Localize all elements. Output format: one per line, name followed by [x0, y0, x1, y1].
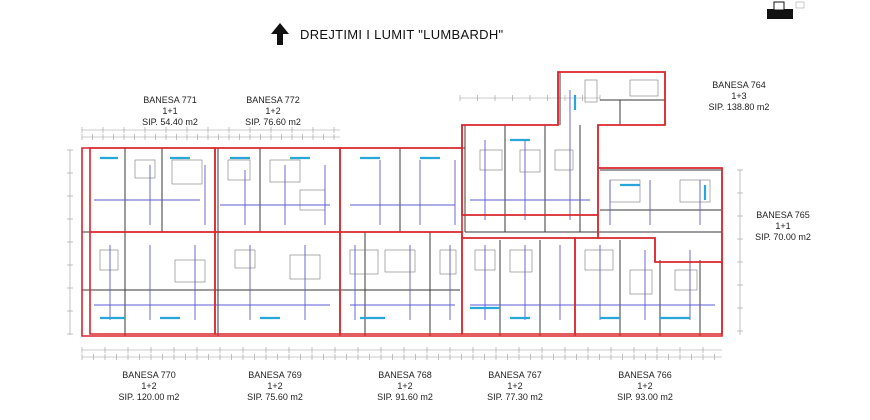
apartment-name: BANESA 765 [756, 210, 810, 220]
apartment-label-764: BANESA 764 1+3 SIP. 138.80 m2 [684, 80, 794, 113]
room-fixture [509, 249, 533, 273]
windows [100, 95, 707, 320]
room-fixture [99, 249, 119, 271]
room-fixture [439, 249, 457, 275]
room-fixture [629, 269, 653, 295]
room-fixture [584, 249, 614, 271]
apartment-name: BANESA 771 [143, 95, 197, 105]
apartment-name: BANESA 766 [618, 370, 672, 380]
apartment-label-768: BANESA 768 1+2 SIP. 91.60 m2 [350, 370, 460, 403]
room-fixture [171, 159, 203, 185]
dimension-lines [67, 95, 743, 360]
room-fixture [349, 249, 379, 275]
apartment-area: SIP. 75.60 m2 [247, 392, 303, 402]
apartment-label-765: BANESA 765 1+1 SIP. 70.00 m2 [728, 210, 838, 243]
apartment-name: BANESA 770 [122, 370, 176, 380]
room-fixture [134, 159, 156, 179]
apartment-boundary [461, 71, 666, 216]
apartment-label-771: BANESA 771 1+1 SIP. 54.40 m2 [115, 95, 225, 128]
apartment-boundary [339, 147, 599, 239]
apartment-name: BANESA 764 [712, 80, 766, 90]
room-fixture [584, 79, 598, 103]
apartment-type: 1+2 [397, 381, 413, 391]
room-fixture [227, 159, 251, 181]
room-fixture [674, 269, 698, 291]
apartment-area: SIP. 120.00 m2 [118, 392, 180, 402]
plan-title: DREJTIMI I LUMIT "LUMBARDH" [300, 26, 504, 42]
room-fixture [269, 159, 301, 183]
seal-logo-icon [767, 1, 805, 19]
apartment-label-766: BANESA 766 1+2 SIP. 93.00 m2 [590, 370, 700, 403]
apartment-boundary [214, 231, 341, 335]
room-fixture [384, 249, 416, 273]
apartment-name: BANESA 772 [246, 95, 300, 105]
apartment-label-772: BANESA 772 1+2 SIP. 76.60 m2 [218, 95, 328, 128]
apartment-name: BANESA 767 [488, 370, 542, 380]
apartment-type: 1+2 [267, 381, 283, 391]
apartment-type: 1+2 [637, 381, 653, 391]
apartment-boundary [89, 231, 216, 335]
room-fixture [609, 179, 641, 203]
apartment-boundary [339, 231, 463, 335]
apartment-area: SIP. 91.60 m2 [377, 392, 433, 402]
room-fixture [554, 149, 574, 171]
apartment-area: SIP. 54.40 m2 [142, 117, 198, 127]
room-fixture [174, 259, 206, 283]
apartment-area: SIP. 77.30 m2 [487, 392, 543, 402]
room-fixture [479, 149, 503, 171]
apartment-type: 1+2 [507, 381, 523, 391]
plan-header: DREJTIMI I LUMIT "LUMBARDH" [270, 22, 503, 46]
apartment-boundary [461, 237, 576, 335]
room-fixture [474, 249, 496, 271]
apartment-boundary [597, 167, 723, 263]
apartment-area: SIP. 70.00 m2 [755, 232, 811, 242]
apartment-boundary [214, 147, 341, 233]
apartment-boundary [89, 147, 216, 233]
room-fixture [234, 249, 256, 269]
apartment-name: BANESA 769 [248, 370, 302, 380]
apartment-label-770: BANESA 770 1+2 SIP. 120.00 m2 [94, 370, 204, 403]
apartment-type: 1+1 [775, 221, 791, 231]
apartment-area: SIP. 93.00 m2 [617, 392, 673, 402]
apartment-name: BANESA 768 [378, 370, 432, 380]
apartment-label-767: BANESA 767 1+2 SIP. 77.30 m2 [460, 370, 570, 403]
apartment-type: 1+1 [162, 106, 178, 116]
room-fixture [629, 79, 659, 97]
apartment-area: SIP. 138.80 m2 [708, 102, 770, 112]
apartment-type: 1+2 [265, 106, 281, 116]
apartment-area: SIP. 76.60 m2 [245, 117, 301, 127]
apartment-type: 1+3 [731, 91, 747, 101]
room-fixture [299, 189, 326, 211]
apartment-type: 1+2 [141, 381, 157, 391]
room-fixture [679, 179, 711, 203]
apartment-label-769: BANESA 769 1+2 SIP. 75.60 m2 [220, 370, 330, 403]
room-fixture [519, 149, 541, 173]
room-fixture [289, 254, 321, 280]
apartment-boundary [574, 237, 723, 335]
north-arrow-icon [271, 23, 289, 45]
